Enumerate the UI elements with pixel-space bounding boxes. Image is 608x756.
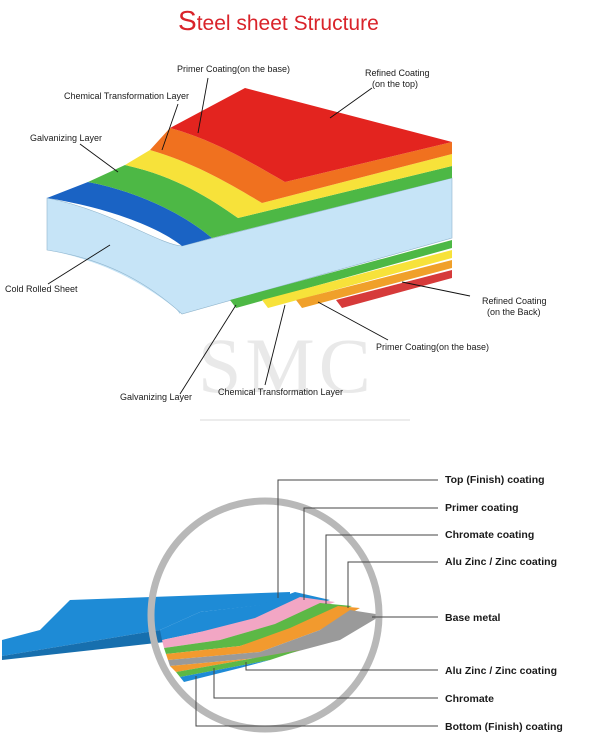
label-refined-back-1: Refined Coating bbox=[482, 296, 547, 306]
leader-cold-rolled bbox=[47, 244, 111, 285]
svg-text:Steel sheet Structure: Steel sheet Structure bbox=[178, 5, 379, 36]
galvanizing-layer-top bbox=[88, 165, 452, 238]
leader-refined-back bbox=[401, 281, 471, 297]
leader-galv-top bbox=[79, 143, 119, 173]
cold-rolled-sheet-body bbox=[46, 177, 453, 315]
watermark: SMC bbox=[198, 322, 375, 409]
bottom-finish-layer bbox=[180, 660, 270, 682]
label-galv-top: Galvanizing Layer bbox=[30, 133, 102, 143]
leader-refined-top bbox=[329, 87, 373, 119]
leader-chem-bottom bbox=[264, 304, 286, 386]
refined-coating-top bbox=[170, 88, 452, 182]
leader-bottom-finish bbox=[195, 676, 438, 727]
leader-chromate-coating bbox=[325, 534, 438, 604]
label-refined-top-1: Refined Coating bbox=[365, 68, 430, 78]
label-top-finish: Top (Finish) coating bbox=[445, 474, 545, 486]
bottom-alu-zinc-layer bbox=[170, 650, 300, 672]
label-refined-top-2: (on the top) bbox=[372, 79, 418, 89]
bottom-chromate-layer bbox=[176, 650, 300, 677]
label-alu-zinc-top: Alu Zinc / Zinc coating bbox=[445, 556, 557, 568]
label-primer-base-bottom: Primer Coating(on the base) bbox=[376, 342, 489, 352]
label-bottom-finish: Bottom (Finish) coating bbox=[445, 721, 563, 733]
primer-layer-bottom bbox=[296, 260, 452, 308]
leader-alu-zinc-bottom bbox=[245, 662, 438, 671]
label-chem-top: Chemical Transformation Layer bbox=[64, 91, 189, 101]
leader-chem-top bbox=[161, 103, 179, 151]
primer-layer-pink bbox=[162, 597, 335, 648]
label-base-metal: Base metal bbox=[445, 612, 501, 624]
label-refined-back-2: (on the Back) bbox=[487, 307, 541, 317]
chemical-layer-bottom bbox=[262, 250, 452, 308]
chemical-layer-top bbox=[125, 150, 452, 218]
blue-sheet-edge bbox=[2, 630, 165, 660]
leader-chromate bbox=[213, 668, 438, 699]
label-primer: Primer coating bbox=[445, 502, 519, 514]
label-chem-bottom: Chemical Transformation Layer bbox=[218, 387, 343, 397]
galvanizing-layer-bottom bbox=[230, 240, 452, 308]
refined-coating-bottom bbox=[336, 270, 452, 308]
leader-primer-bottom bbox=[317, 301, 389, 341]
label-cold-rolled: Cold Rolled Sheet bbox=[5, 284, 78, 294]
leader-galv-bottom bbox=[179, 304, 237, 395]
title-initial: S bbox=[178, 5, 197, 36]
magnifier-circle bbox=[147, 497, 383, 733]
alu-zinc-layer-orange bbox=[166, 606, 360, 660]
blue-sheet bbox=[2, 592, 290, 656]
leader-primer bbox=[303, 507, 438, 600]
bottom-diagram: Top (Finish) coating Primer coating Chro… bbox=[2, 474, 563, 733]
label-chromate-coating: Chromate coating bbox=[445, 529, 534, 541]
leader-alu-zinc-top bbox=[347, 561, 438, 608]
label-galv-bottom: Galvanizing Layer bbox=[120, 392, 192, 402]
top-diagram: Steel sheet Structure SMC bbox=[5, 5, 547, 421]
label-chromate: Chromate bbox=[445, 693, 494, 705]
primer-layer-top bbox=[150, 128, 452, 203]
title-rest: teel sheet Structure bbox=[197, 12, 379, 35]
label-alu-zinc-bottom: Alu Zinc / Zinc coating bbox=[445, 665, 557, 677]
blue-layer bbox=[47, 182, 212, 246]
leader-primer-top bbox=[197, 77, 209, 134]
chromate-layer-green bbox=[164, 603, 352, 654]
leader-top-finish bbox=[277, 479, 438, 598]
label-primer-base-top: Primer Coating(on the base) bbox=[177, 64, 290, 74]
